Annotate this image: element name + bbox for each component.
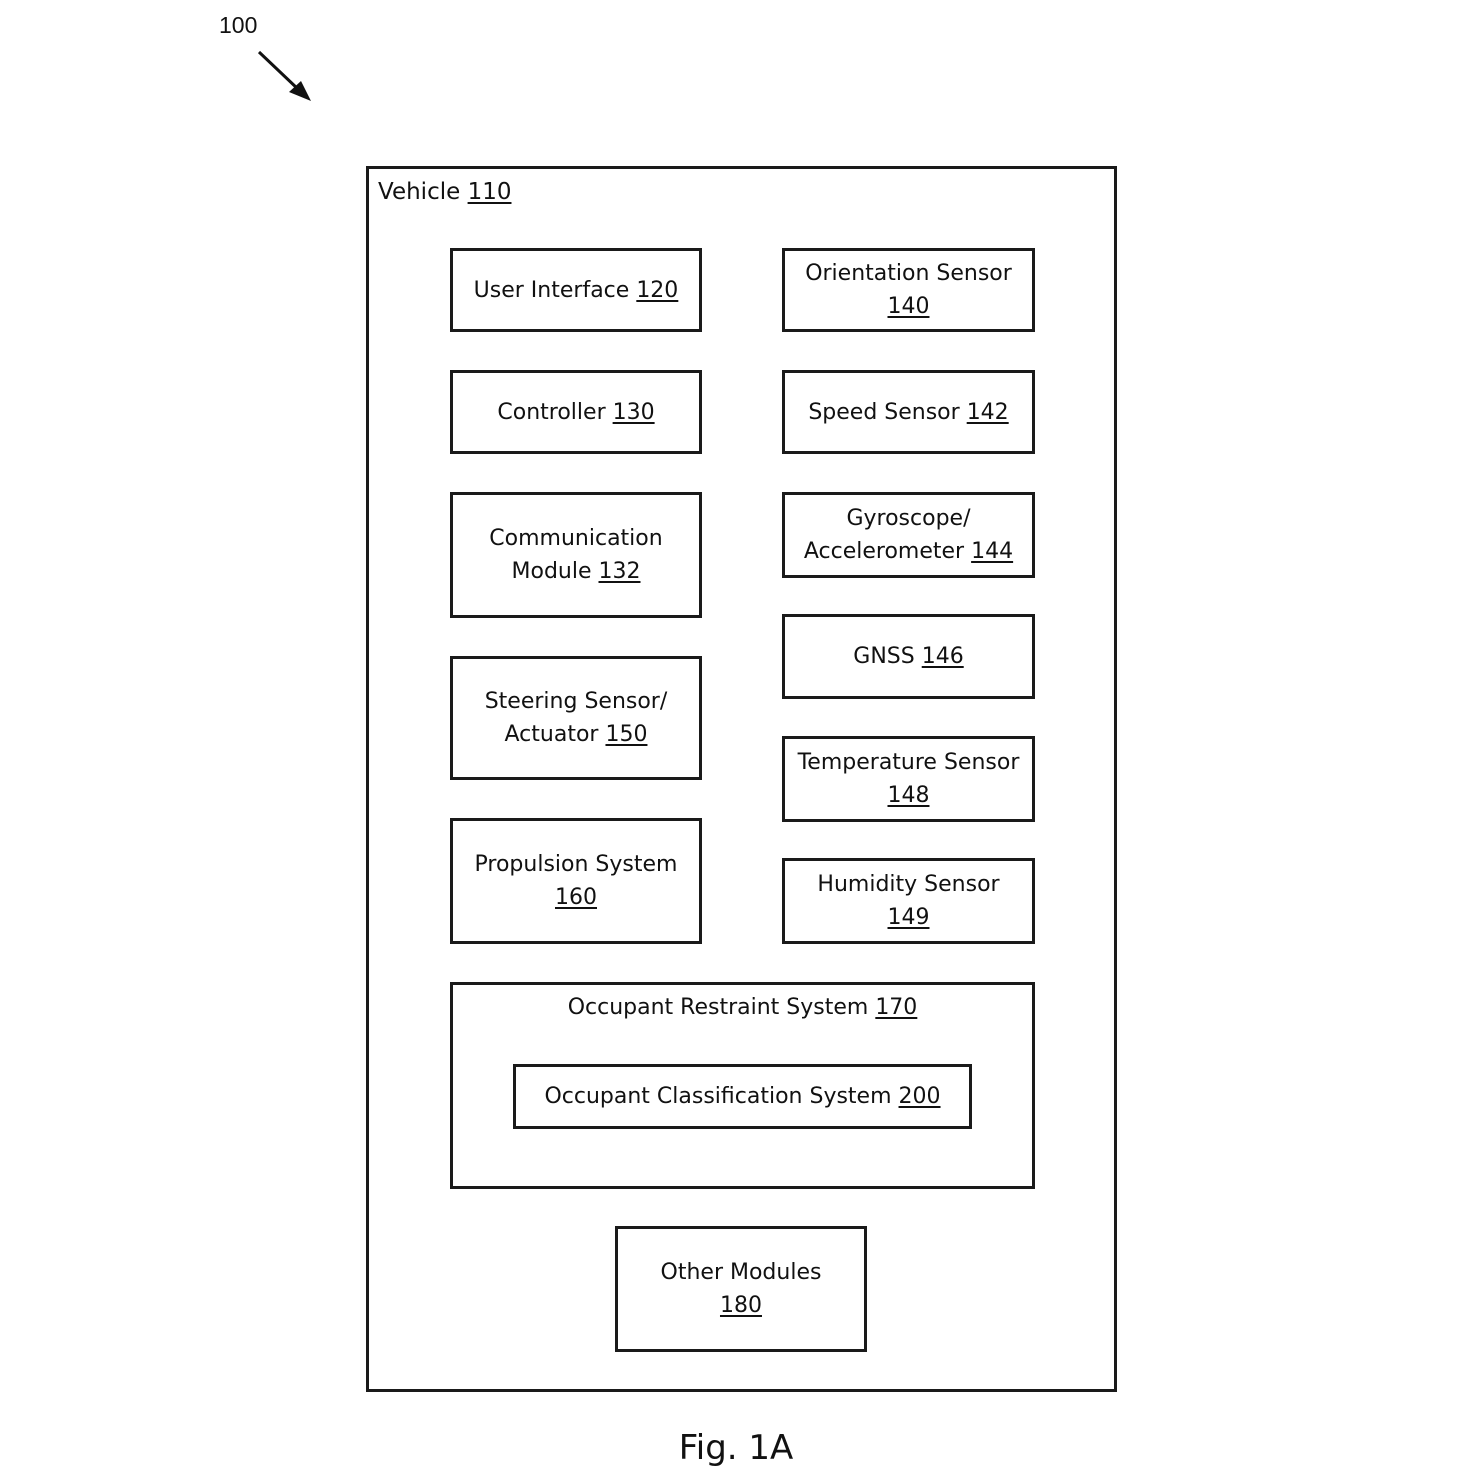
- user-interface-label: User Interface: [473, 277, 630, 303]
- gyroscope-label-line2: Accelerometer: [803, 539, 965, 564]
- other-modules-label: Other Modules: [660, 1260, 822, 1285]
- other-modules-box: Other Modules 180: [615, 1226, 867, 1352]
- other-modules-number: 180: [719, 1293, 762, 1318]
- propulsion-system-box: Propulsion System 160: [450, 818, 702, 944]
- figure-reference-number: 100: [219, 12, 258, 38]
- communication-module-label-line1: Communication: [489, 526, 663, 551]
- occupant-restraint-system-number: 170: [875, 995, 918, 1020]
- controller-box: Controller 130: [450, 370, 702, 454]
- vehicle-label: Vehicle: [378, 179, 461, 205]
- gyroscope-accelerometer-box: Gyroscope/ Accelerometer 144: [782, 492, 1035, 578]
- occupant-classification-system-box: Occupant Classification System 200: [513, 1064, 972, 1129]
- occupant-classification-system-number: 200: [898, 1084, 941, 1109]
- propulsion-system-label: Propulsion System: [474, 852, 678, 877]
- vehicle-title: Vehicle 110: [378, 179, 511, 205]
- temperature-sensor-label: Temperature Sensor: [797, 750, 1020, 775]
- reference-arrow-icon: [257, 50, 311, 101]
- steering-sensor-label-line2: Actuator: [504, 722, 599, 747]
- occupant-restraint-system-label: Occupant Restraint System: [567, 995, 869, 1020]
- vehicle-number: 110: [467, 179, 512, 205]
- humidity-sensor-box: Humidity Sensor 149: [782, 858, 1035, 944]
- propulsion-system-number: 160: [555, 885, 597, 910]
- occupant-classification-system-label: Occupant Classification System: [544, 1084, 892, 1109]
- humidity-sensor-label: Humidity Sensor: [817, 872, 1000, 897]
- user-interface-box: User Interface 120: [450, 248, 702, 332]
- orientation-sensor-label: Orientation Sensor: [805, 261, 1012, 286]
- occupant-restraint-system-box: Occupant Restraint System 170 Occupant C…: [450, 982, 1035, 1189]
- communication-module-number: 132: [598, 559, 641, 584]
- communication-module-label-line2: Module: [511, 559, 592, 584]
- communication-module-box: Communication Module 132: [450, 492, 702, 618]
- temperature-sensor-number: 148: [887, 783, 930, 808]
- orientation-sensor-number: 140: [887, 294, 930, 319]
- steering-sensor-number: 150: [605, 722, 648, 747]
- humidity-sensor-number: 149: [887, 905, 930, 930]
- gyroscope-label-line1: Gyroscope/: [846, 506, 971, 531]
- user-interface-number: 120: [636, 277, 679, 303]
- speed-sensor-label: Speed Sensor: [808, 399, 960, 425]
- figure-caption: Fig. 1A: [678, 1428, 794, 1468]
- gnss-number: 146: [921, 644, 964, 669]
- gnss-box: GNSS 146: [782, 614, 1035, 699]
- gyroscope-number: 144: [971, 539, 1014, 564]
- temperature-sensor-box: Temperature Sensor 148: [782, 736, 1035, 822]
- occupant-restraint-system-title: Occupant Restraint System 170: [453, 995, 1032, 1020]
- controller-number: 130: [612, 399, 655, 425]
- steering-sensor-label-line1: Steering Sensor/: [484, 689, 668, 714]
- orientation-sensor-box: Orientation Sensor 140: [782, 248, 1035, 332]
- gnss-label: GNSS: [853, 644, 915, 669]
- controller-label: Controller: [497, 399, 606, 425]
- steering-sensor-actuator-box: Steering Sensor/ Actuator 150: [450, 656, 702, 780]
- speed-sensor-box: Speed Sensor 142: [782, 370, 1035, 454]
- speed-sensor-number: 142: [966, 399, 1009, 425]
